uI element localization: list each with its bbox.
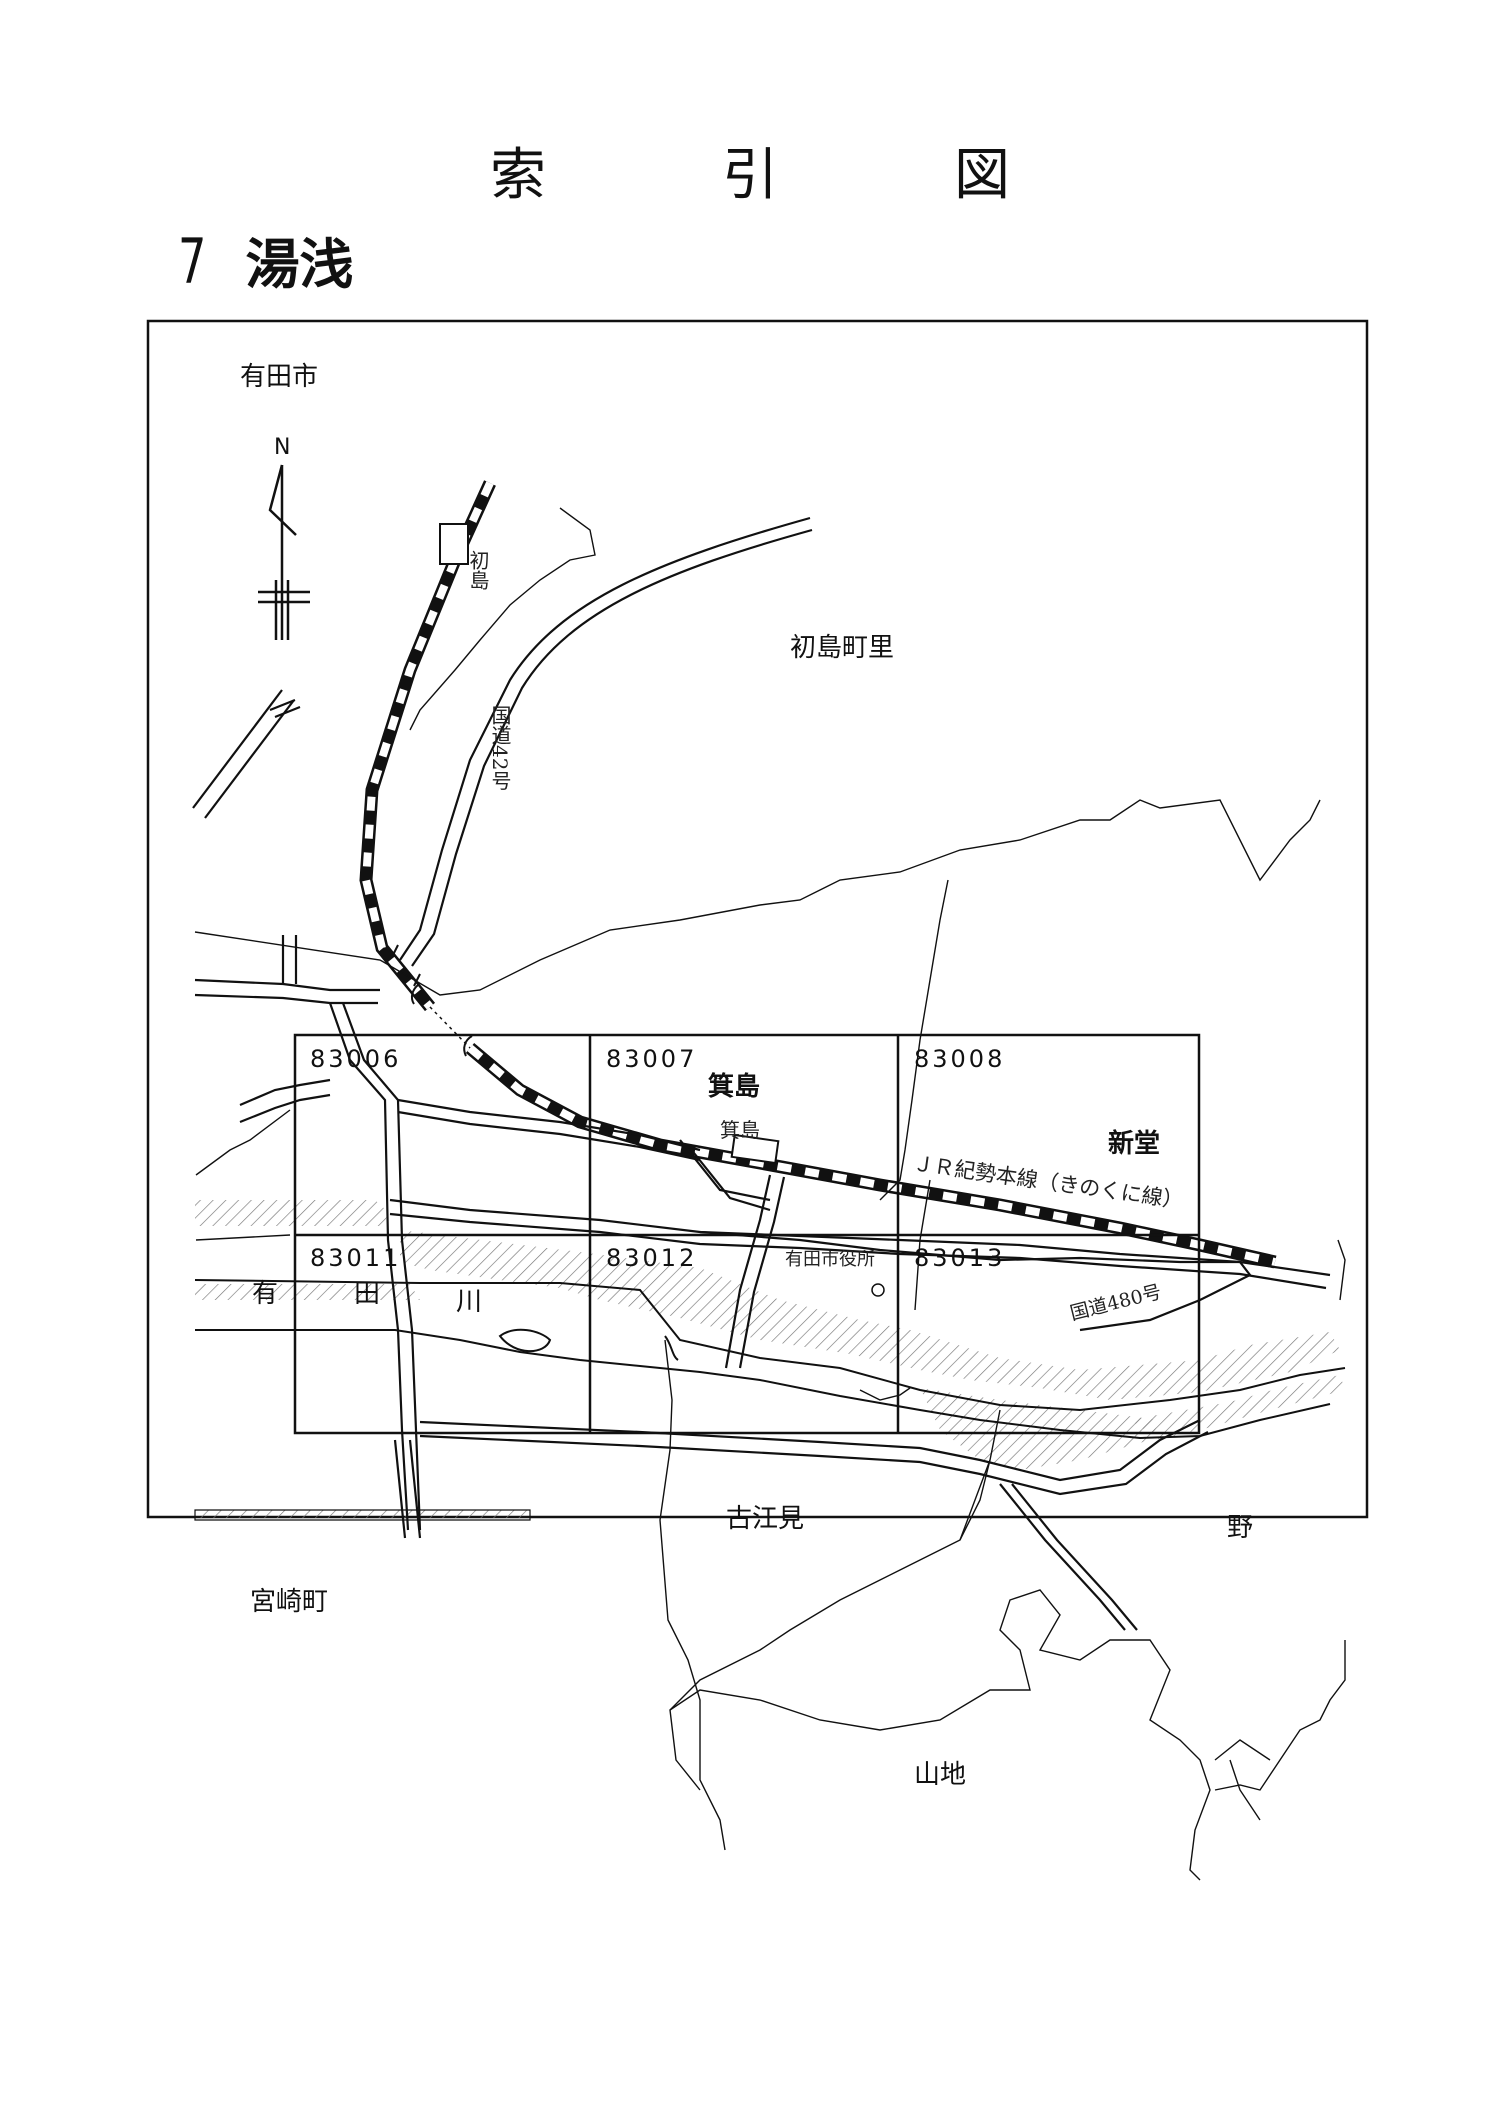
compass-label: N [274, 435, 290, 460]
sheet-83011[interactable]: 83011 [310, 1244, 401, 1272]
river-hatch [194, 1200, 1345, 1521]
roads [192, 516, 1331, 1631]
section-number: 7 [178, 225, 207, 298]
sheet-83012[interactable]: 83012 [606, 1244, 697, 1272]
label-shindo: 新堂 [1108, 1128, 1160, 1159]
label-river-char-2: 田 [354, 1279, 380, 1309]
sheet-83006[interactable]: 83006 [310, 1045, 401, 1073]
river-banks [194, 1279, 1346, 1440]
label-mishima: 箕島 [708, 1071, 760, 1102]
sheet-83007[interactable]: 83007 [606, 1045, 697, 1073]
north-arrow-icon: N [258, 435, 310, 640]
mishima-station-marker [730, 1133, 780, 1165]
boundaries [194, 507, 1346, 1881]
hatsushima-station-marker [439, 523, 469, 565]
sheet-83008[interactable]: 83008 [914, 1045, 1005, 1073]
section-heading: 7 湯浅 [178, 220, 353, 299]
city-hall-icon [871, 1283, 885, 1297]
label-arida-city: 有田市 [240, 362, 318, 392]
label-sanchi: 山地 [914, 1760, 966, 1790]
sheet-83013[interactable]: 83013 [914, 1244, 1005, 1272]
title-char-3: 図 [954, 143, 1010, 208]
title-char-2: 引 [722, 143, 778, 208]
label-arida-city-hall: 有田市役所 [785, 1249, 875, 1270]
label-hatsushima-chosato: 初島町里 [790, 633, 894, 663]
label-river-char-3: 川 [456, 1287, 482, 1317]
section-name: 湯浅 [245, 233, 354, 296]
sheet-grid [293, 1033, 1201, 1435]
label-hatsushima-station: 初島 [466, 550, 490, 590]
label-route480: 国道480号 [1068, 1281, 1164, 1325]
label-river-char-1: 有 [252, 1279, 278, 1309]
label-no: 野 [1227, 1513, 1253, 1543]
label-jr-line: ＪＲ紀勢本線（きのくに線） [911, 1151, 1185, 1213]
page-title: 索 引 図 [490, 130, 1010, 211]
title-char-1: 索 [490, 143, 546, 208]
label-koemi: 古江見 [726, 1504, 804, 1534]
jr-kisei-line [359, 480, 1277, 1269]
label-mishima-station: 箕島 [720, 1118, 760, 1142]
label-route42: 国道42号 [488, 705, 512, 790]
map-frame [146, 319, 1369, 1519]
place-labels: 有田市 初島町里 箕島 新堂 古江見 野 宮崎町 山地 [240, 362, 1253, 1790]
label-miyazaki-cho: 宮崎町 [250, 1587, 328, 1617]
sheet-numbers: 83006 83007 83008 83011 83012 83013 [310, 1045, 1005, 1272]
